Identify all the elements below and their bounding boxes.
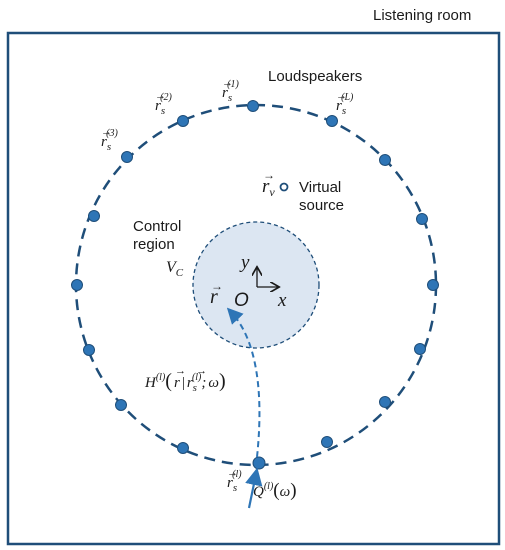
speaker-label-2: rs(2) → bbox=[155, 90, 172, 117]
loudspeaker bbox=[88, 210, 100, 222]
virtual-source-label-line1: Virtual bbox=[299, 179, 341, 196]
speaker-label-1: rs(1) → bbox=[222, 77, 239, 104]
control-region bbox=[192, 221, 320, 349]
control-region-label-line2: region bbox=[133, 236, 175, 253]
control-region-label-line1: Control bbox=[133, 218, 181, 235]
loudspeakers bbox=[71, 100, 439, 470]
loudspeaker bbox=[177, 442, 189, 454]
loudspeaker bbox=[379, 154, 391, 166]
svg-text:→: → bbox=[263, 168, 275, 182]
speaker-label-L: rs(L) → bbox=[336, 90, 354, 117]
x-axis-label: x bbox=[277, 290, 287, 311]
svg-text:→: → bbox=[336, 90, 347, 102]
svg-text:→: → bbox=[175, 365, 186, 377]
listening-room-label: Listening room bbox=[373, 7, 471, 24]
svg-text:→: → bbox=[211, 279, 223, 293]
origin-label: O bbox=[234, 290, 249, 311]
loudspeaker bbox=[247, 100, 259, 112]
driving-signal-arrow bbox=[245, 467, 263, 509]
loudspeaker bbox=[414, 343, 426, 355]
loudspeaker bbox=[427, 279, 439, 291]
virtual-source-symbol: rv → bbox=[262, 168, 275, 199]
driving-signal-label: Q(l)(ω) bbox=[253, 480, 297, 501]
loudspeaker bbox=[121, 151, 133, 163]
svg-text:Q(l)(ω): Q(l)(ω) bbox=[253, 480, 297, 501]
loudspeaker bbox=[83, 344, 95, 356]
speaker-label-l: rs(l) → bbox=[227, 467, 242, 494]
loudspeaker bbox=[321, 436, 333, 448]
svg-text:→: → bbox=[101, 126, 112, 138]
loudspeaker bbox=[379, 396, 391, 408]
speaker-label-3: rs(3) → bbox=[101, 126, 118, 153]
svg-text:→: → bbox=[222, 77, 233, 89]
loudspeaker bbox=[115, 399, 127, 411]
loudspeaker bbox=[326, 115, 338, 127]
svg-text:→: → bbox=[196, 365, 207, 377]
svg-text:r: r bbox=[210, 286, 218, 308]
loudspeaker bbox=[71, 279, 83, 291]
y-axis-label: y bbox=[239, 252, 250, 273]
transfer-path bbox=[226, 307, 261, 458]
virtual-source-label-line2: source bbox=[299, 197, 344, 214]
virtual-source-marker bbox=[279, 182, 289, 192]
loudspeaker bbox=[177, 115, 189, 127]
svg-text:→: → bbox=[155, 90, 166, 102]
svg-text:VC: VC bbox=[166, 259, 184, 279]
loudspeakers-label: Loudspeakers bbox=[268, 68, 362, 85]
control-region-symbol: VC bbox=[166, 259, 184, 279]
point-r-symbol: r → bbox=[210, 279, 223, 308]
transfer-function-label: H(l)(r|rs(l);ω) → → bbox=[144, 365, 226, 394]
svg-text:→: → bbox=[227, 467, 238, 479]
loudspeaker bbox=[252, 456, 266, 470]
listening-room-border bbox=[6, 31, 501, 546]
loudspeaker bbox=[416, 213, 428, 225]
